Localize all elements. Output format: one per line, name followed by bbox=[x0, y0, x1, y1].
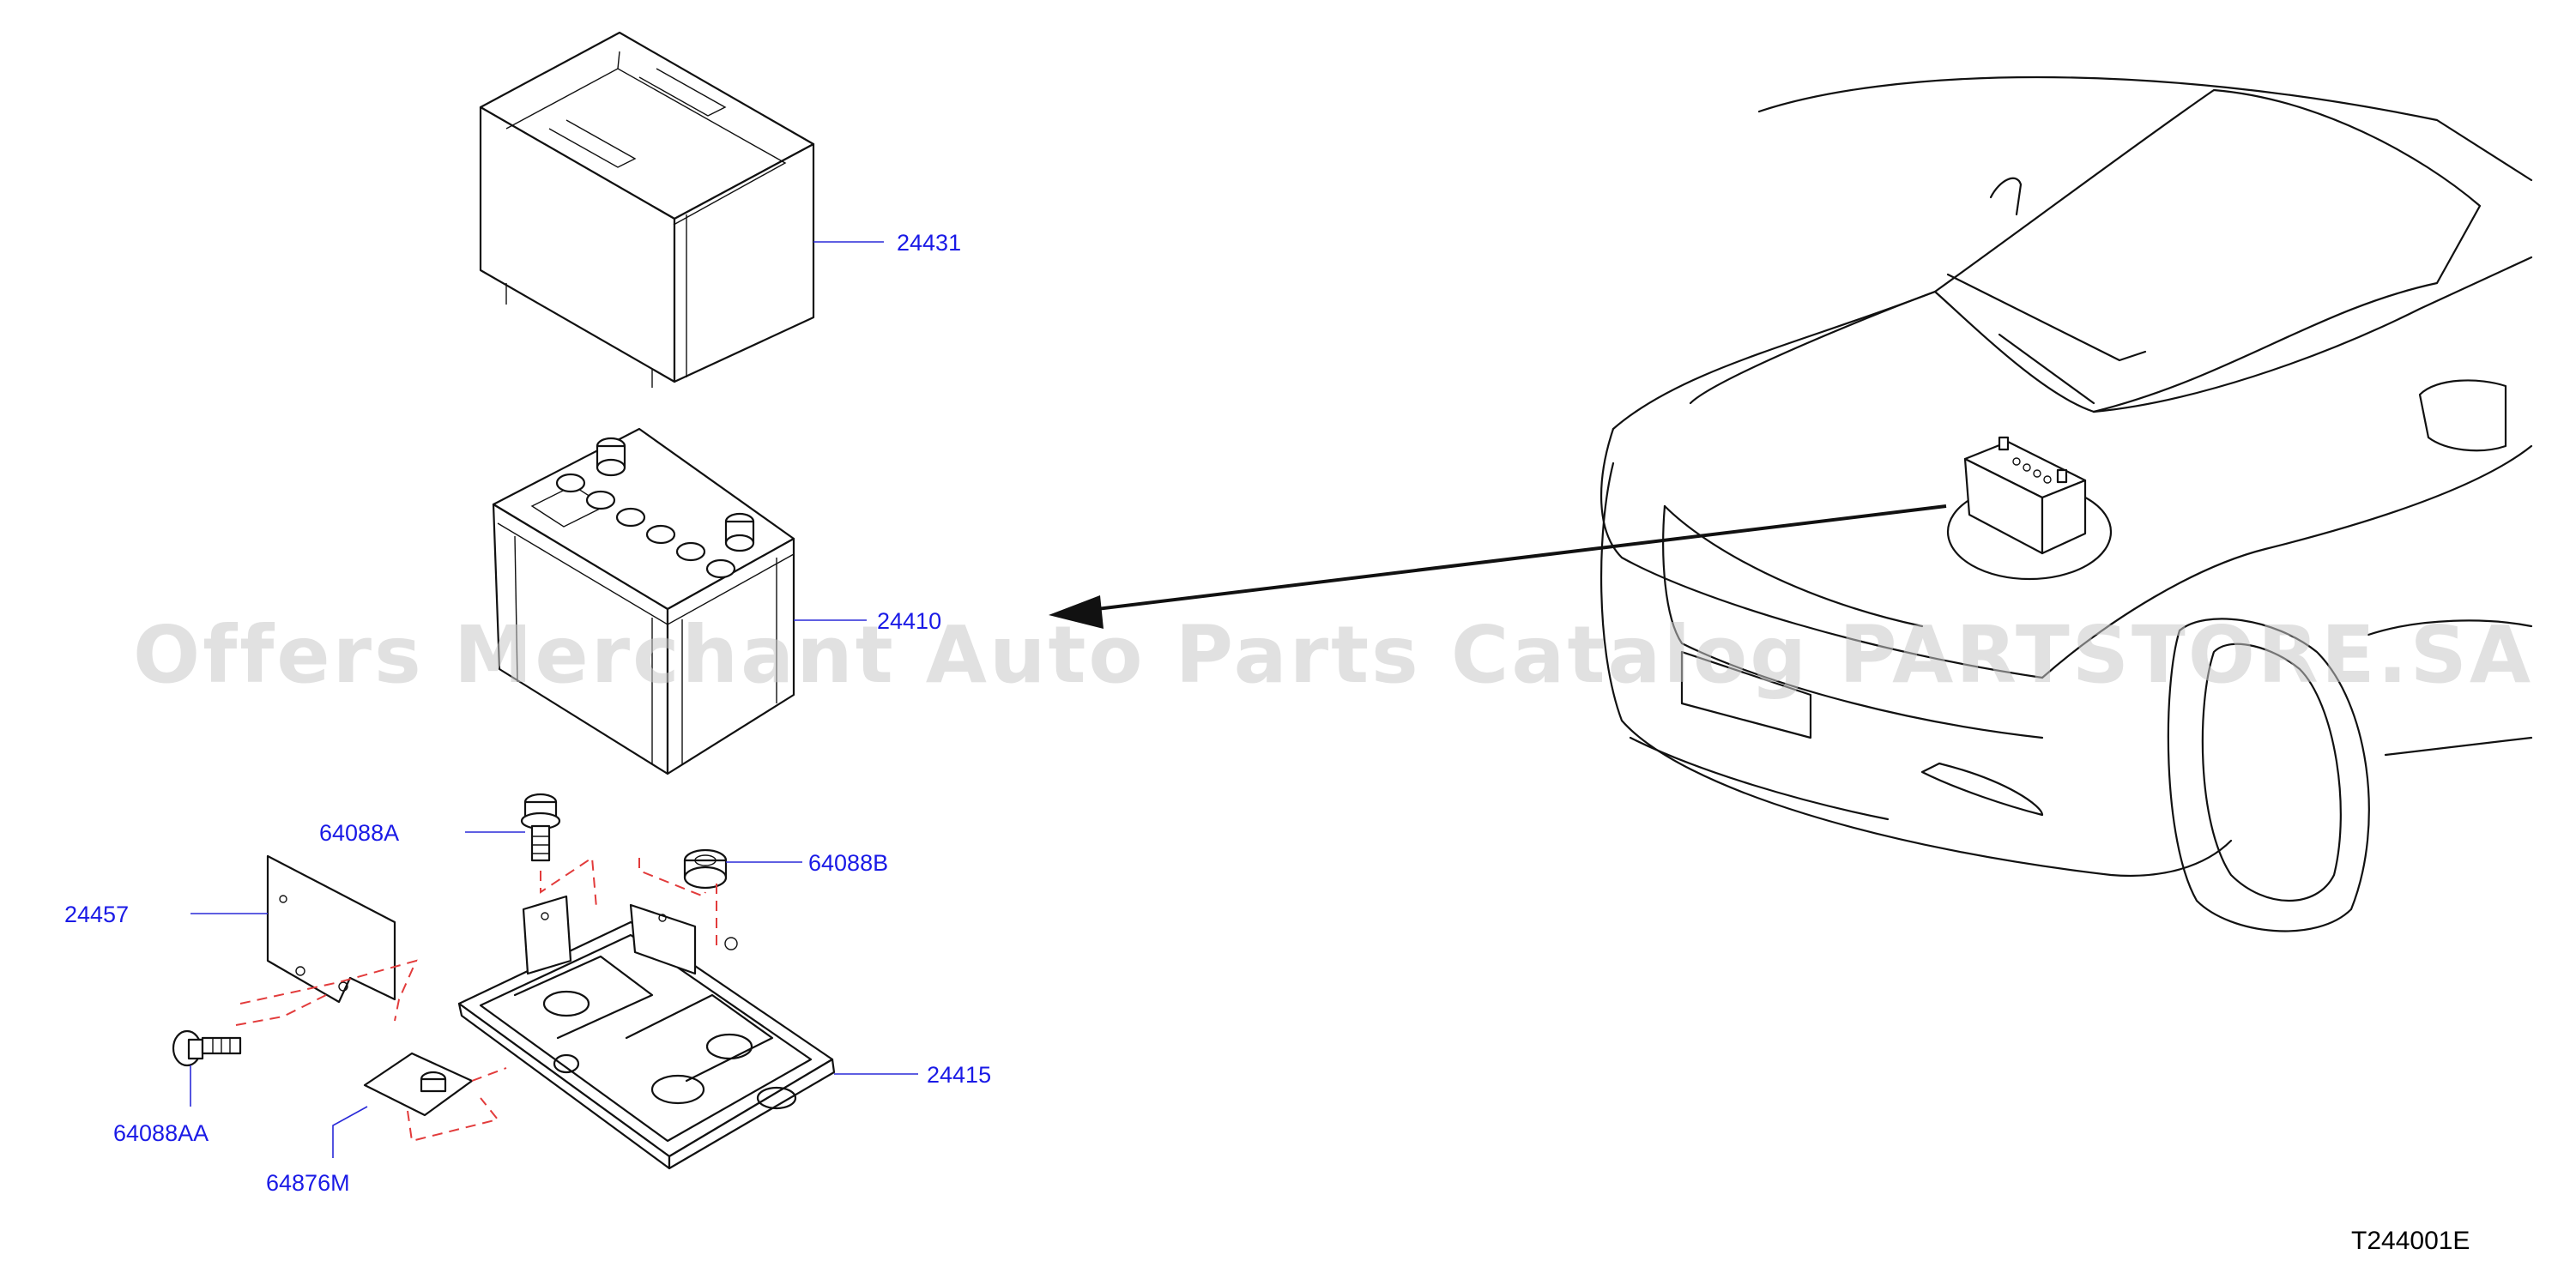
part-label-24410[interactable]: 24410 bbox=[877, 608, 941, 634]
part-label-64088b[interactable]: 64088B bbox=[808, 850, 888, 876]
vehicle-drawing bbox=[1599, 75, 2533, 932]
part-label-24457[interactable]: 24457 bbox=[64, 902, 129, 927]
part-label-64088a[interactable]: 64088A bbox=[319, 820, 399, 846]
nut-64088b-drawing bbox=[683, 848, 728, 890]
watermark-text: Offers Merchant Auto Parts Catalog PARTS… bbox=[133, 609, 2533, 701]
part-label-64876m[interactable]: 64876M bbox=[266, 1170, 350, 1196]
part-label-24415[interactable]: 24415 bbox=[927, 1062, 991, 1088]
assembly-dashed-lines bbox=[235, 856, 717, 1143]
battery-tray-drawing bbox=[457, 895, 836, 1170]
locator-arrow bbox=[1049, 504, 1947, 629]
diagram-reference-code: T244001E bbox=[2351, 1227, 2470, 1255]
bolt-64088a-drawing bbox=[520, 793, 561, 862]
part-label-24431[interactable]: 24431 bbox=[897, 230, 961, 256]
bolt-64088aa-drawing bbox=[172, 1029, 242, 1067]
battery-cover-drawing bbox=[479, 31, 815, 388]
plate-24457-drawing bbox=[266, 854, 396, 1004]
part-label-64088aa[interactable]: 64088AA bbox=[113, 1120, 209, 1146]
leader-lines bbox=[190, 241, 918, 1158]
clip-64876m-drawing bbox=[363, 1052, 474, 1117]
battery-drawing bbox=[492, 427, 795, 775]
